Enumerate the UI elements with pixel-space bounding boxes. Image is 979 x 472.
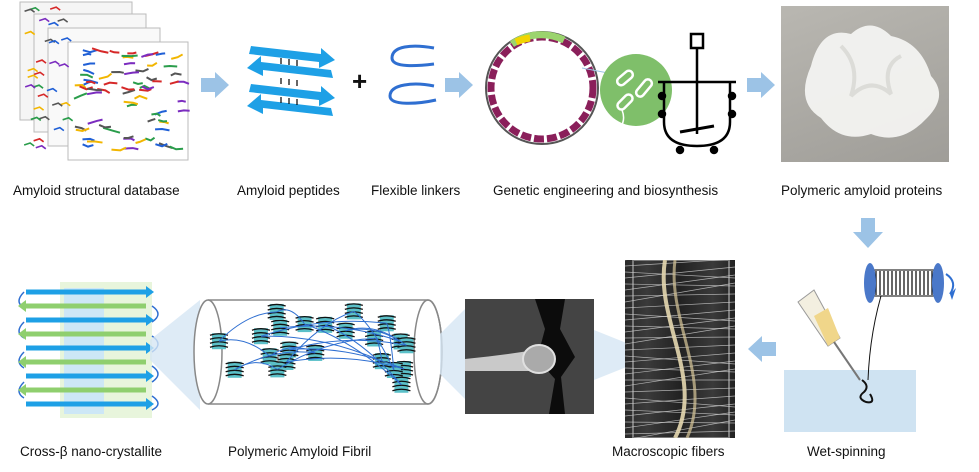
sem-fiber-image: [465, 299, 594, 414]
caption-fibril: Polymeric Amyloid Fibril: [228, 444, 372, 459]
caption-crystallite: Cross-β nano-crystallite: [20, 444, 163, 459]
caption-linkers: Flexible linkers: [371, 183, 461, 198]
plasmid-ring: [485, 31, 599, 145]
caption-macroscopic: Macroscopic fibers: [612, 444, 725, 459]
caption-polymeric-proteins: Polymeric amyloid proteins: [781, 183, 943, 198]
database-panel-back: [19, 1, 189, 161]
flow-arrow-down: [853, 218, 883, 253]
caption-wetspinning: Wet-spinning: [807, 444, 886, 459]
zoom-cone-3: [594, 310, 634, 400]
polymeric-fibril-illustration: [188, 296, 446, 408]
structural-database-illustration: [18, 0, 196, 162]
bioreactor: [657, 32, 737, 155]
flexible-linkers-illustration: [384, 42, 440, 112]
zoom-cone-2: [440, 304, 470, 404]
genetic-engineering-illustration: [484, 18, 746, 170]
flow-arrow-2: [445, 72, 473, 103]
flow-arrow-left: [748, 336, 776, 367]
zoom-cone-1: [150, 300, 200, 410]
flow-arrow-1: [201, 72, 229, 103]
cross-beta-crystallite-illustration: [14, 278, 166, 426]
caption-genetic: Genetic engineering and biosynthesis: [493, 183, 719, 198]
syringe: [797, 289, 861, 381]
caption-peptides: Amyloid peptides: [237, 183, 340, 198]
macroscopic-fibers-photo: [625, 260, 735, 438]
polymeric-protein-photo: [781, 6, 949, 162]
flow-arrow-3: [747, 72, 775, 103]
amyloid-peptides-illustration: [245, 42, 337, 126]
wet-spinning-illustration: [780, 250, 970, 432]
collector-spool: [864, 263, 956, 303]
caption-database: Amyloid structural database: [13, 183, 180, 198]
plus-sign: +: [352, 66, 368, 96]
